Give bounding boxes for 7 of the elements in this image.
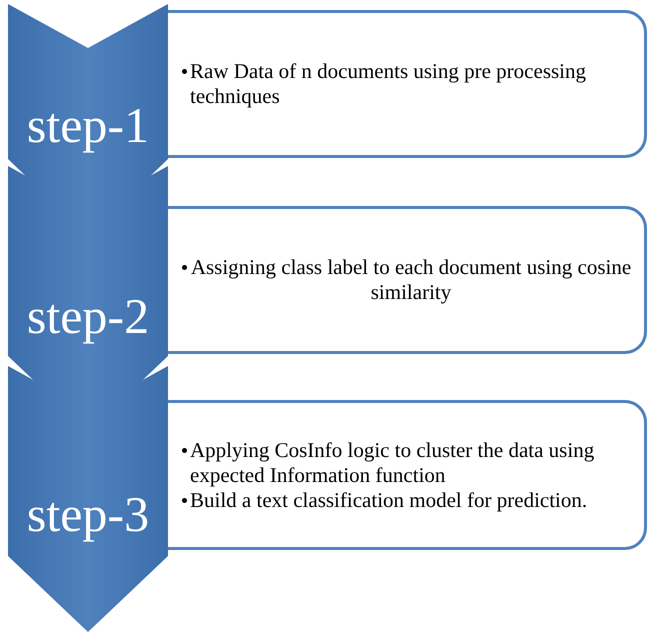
bullet-text: Applying CosInfo logic to cluster the data using expected Information function bbox=[190, 438, 596, 488]
text-card bbox=[168, 10, 647, 158]
bullet-text: Raw Data of n documents using pre processing techniques bbox=[190, 59, 587, 109]
bullet-text: Build a text classification model for prediction. bbox=[190, 488, 588, 512]
text-card bbox=[168, 400, 647, 550]
bullet-text: Assigning class label to each document using cosine similarity bbox=[190, 255, 632, 305]
text-card bbox=[168, 206, 647, 354]
